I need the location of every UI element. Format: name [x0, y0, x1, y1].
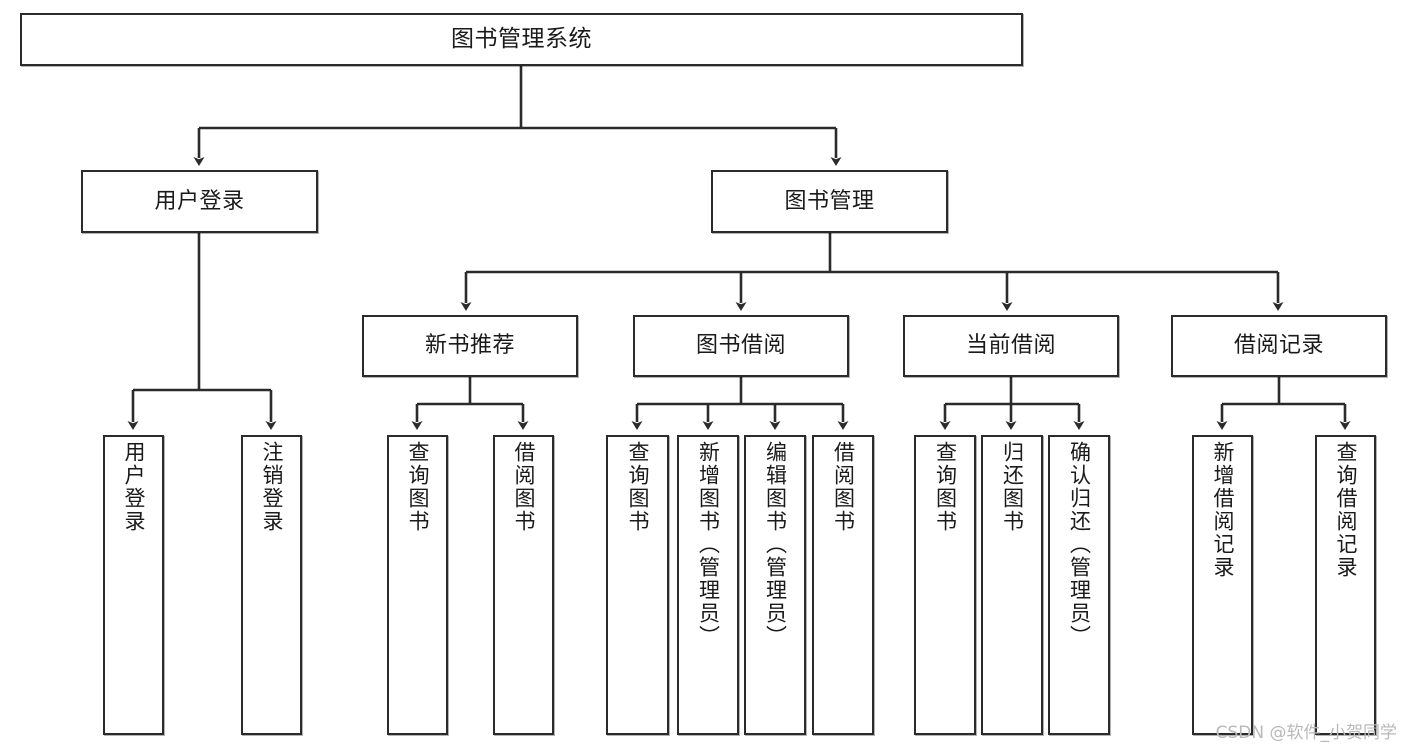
node-borrow-record[interactable]: 借阅记录 — [1171, 315, 1387, 377]
node-label: 新书推荐 — [424, 333, 515, 359]
leaf-borrow-query-book[interactable]: 查询图书 — [606, 435, 669, 735]
leaf-user-logout[interactable]: 注销登录 — [241, 435, 302, 735]
node-label: 注销登录 — [260, 441, 284, 533]
node-label: 查询图书 — [406, 441, 430, 533]
leaf-borrow-add-book[interactable]: 新增图书（管理员） — [677, 435, 739, 735]
node-label: 新增图书（管理员） — [696, 441, 721, 648]
node-label: 借阅图书 — [512, 441, 536, 533]
leaf-recommend-query-book[interactable]: 查询图书 — [387, 435, 448, 735]
node-label: 当前借阅 — [965, 333, 1056, 359]
leaf-user-login-do[interactable]: 用户登录 — [103, 435, 164, 735]
leaf-record-query[interactable]: 查询借阅记录 — [1315, 435, 1376, 735]
node-label: 查询图书 — [933, 441, 958, 533]
leaf-record-add[interactable]: 新增借阅记录 — [1192, 435, 1253, 735]
node-book-management[interactable]: 图书管理 — [711, 170, 948, 233]
node-label: 确认归还（管理员） — [1067, 441, 1092, 648]
leaf-current-return-book[interactable]: 归还图书 — [981, 435, 1043, 735]
node-label: 图书借阅 — [695, 333, 786, 359]
leaf-borrow-edit-book[interactable]: 编辑图书（管理员） — [744, 435, 806, 735]
node-current-borrow[interactable]: 当前借阅 — [903, 315, 1119, 377]
node-label: 归还图书 — [1000, 441, 1025, 533]
node-label: 查询图书 — [626, 441, 650, 533]
node-label: 借阅图书 — [831, 441, 856, 533]
node-label: 编辑图书（管理员） — [763, 441, 788, 648]
leaf-current-query-book[interactable]: 查询图书 — [914, 435, 976, 735]
node-label: 图书管理 — [784, 188, 875, 214]
node-label: 新增借阅记录 — [1211, 441, 1235, 579]
node-label: 借阅记录 — [1233, 333, 1324, 359]
node-book-borrow[interactable]: 图书借阅 — [633, 315, 849, 377]
leaf-borrow-borrow-book[interactable]: 借阅图书 — [812, 435, 874, 735]
node-new-book-recommend[interactable]: 新书推荐 — [362, 315, 578, 377]
leaf-recommend-borrow-book[interactable]: 借阅图书 — [493, 435, 554, 735]
node-label: 用户登录 — [122, 441, 146, 533]
node-label: 用户登录 — [154, 188, 245, 214]
node-user-login[interactable]: 用户登录 — [81, 170, 318, 233]
csdn-watermark: CSDN @软件_小贺同学 — [1215, 723, 1397, 743]
leaf-current-confirm-return[interactable]: 确认归还（管理员） — [1048, 435, 1110, 735]
node-label: 图书管理系统 — [451, 26, 592, 53]
node-label: 查询借阅记录 — [1334, 441, 1358, 579]
node-root-system[interactable]: 图书管理系统 — [20, 13, 1023, 66]
